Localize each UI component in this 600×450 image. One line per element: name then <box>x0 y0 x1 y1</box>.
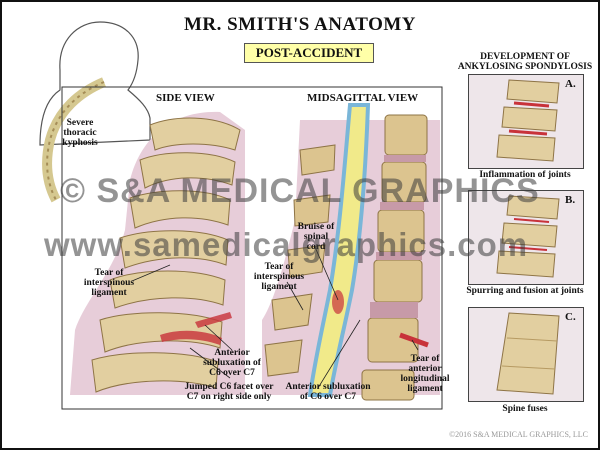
views-box <box>61 86 443 410</box>
side-view-heading: SIDE VIEW <box>156 92 215 104</box>
mid-bruise-label: Bruise of spinal cord <box>297 222 335 252</box>
development-panel-b <box>468 190 584 285</box>
development-heading: DEVELOPMENT OF ANKYLOSING SPONDYLOSIS <box>457 52 593 72</box>
panel-b-caption: Spurring and fusion at joints <box>466 286 584 296</box>
mid-tear-anterior-label: Tear of anterior longitudinal ligament <box>400 354 450 394</box>
watermark-line-2: www.samedicalgraphics.com <box>44 226 529 263</box>
panel-c-letter: C. <box>565 311 576 323</box>
development-panel-a <box>468 74 584 169</box>
midsagittal-view-heading: MIDSAGITTAL VIEW <box>307 92 419 104</box>
panel-a-caption: Inflammation of joints <box>479 170 571 180</box>
spinal-cord <box>307 103 371 397</box>
page-subtitle: POST-ACCIDENT <box>244 43 374 63</box>
side-anterior-subluxation-label: Anterior subluxation of C6 over C7 <box>203 348 261 378</box>
copyright-notice: ©2016 S&A MEDICAL GRAPHICS, LLC <box>449 430 588 439</box>
midsagittal-vertebrae <box>361 114 428 401</box>
mid-tear-interspinous-label: Tear of interspinous ligament <box>253 262 305 292</box>
page-title: MR. SMITH'S ANATOMY <box>183 14 417 35</box>
panel-b-letter: B. <box>565 194 576 206</box>
mid-anterior-subluxation-label: Anterior subluxation of C6 over C7 <box>285 382 371 402</box>
panel-c-caption: Spine fuses <box>502 404 548 414</box>
side-jumped-facet-label: Jumped C6 facet over C7 on right side on… <box>184 382 274 402</box>
side-view-vertebrae <box>91 117 241 393</box>
development-panel-c <box>468 307 584 402</box>
panel-a-letter: A. <box>565 78 576 90</box>
side-tear-interspinous-label: Tear of interspinous ligament <box>83 268 135 298</box>
watermark-line-1: © S&A MEDICAL GRAPHICS <box>60 172 540 210</box>
kyphosis-label: Severe thoracic kyphosis <box>62 118 98 148</box>
